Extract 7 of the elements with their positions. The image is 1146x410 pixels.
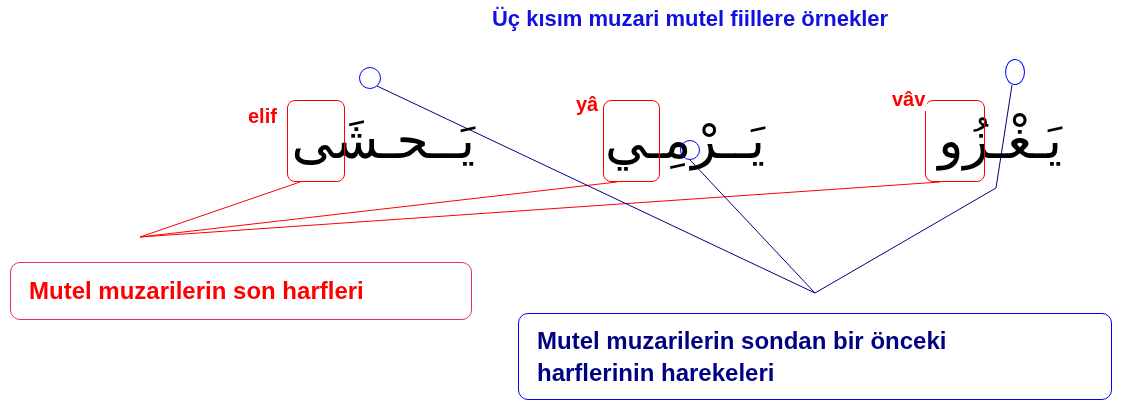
connector-line (139, 181, 941, 238)
title: Üç kısım muzari mutel fiillere örnekler (490, 6, 890, 32)
connector-line (376, 85, 816, 294)
text-box: Mutel muzarilerin son harfleri (10, 262, 472, 320)
text-box: Mutel muzarilerin sondan bir önceki harflerinin harekeleri (518, 313, 1112, 400)
connector-line (139, 181, 301, 238)
connector-line (689, 159, 816, 294)
